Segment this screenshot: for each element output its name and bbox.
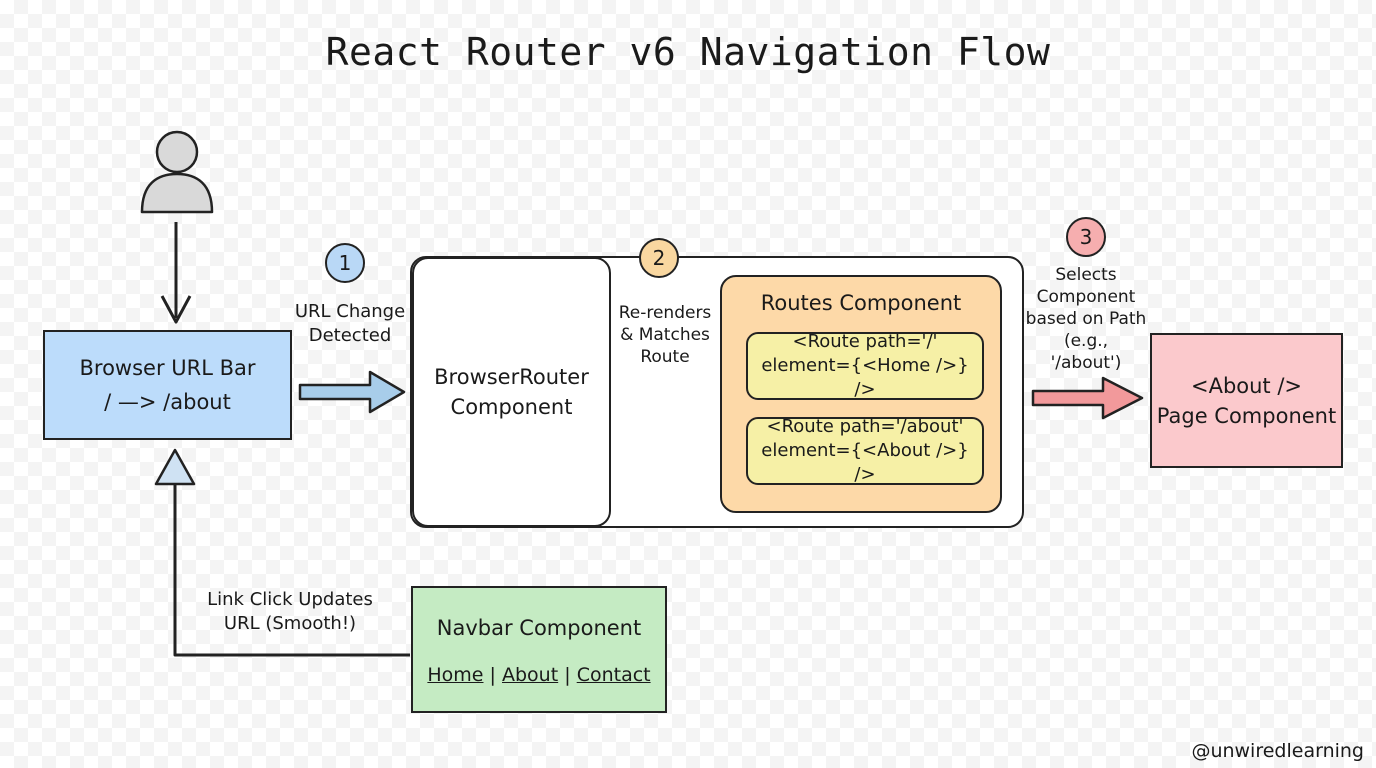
step1-label-line2: Detected <box>308 325 392 346</box>
about-page-component: <About /> Page Component <box>1150 333 1343 468</box>
nav-link-contact[interactable]: Contact <box>576 664 651 686</box>
step3-arrow <box>1031 376 1144 420</box>
step3-label-line3: based on Path <box>1025 309 1147 329</box>
step2-label-line1: Re-renders <box>618 303 712 323</box>
nav-link-home[interactable]: Home <box>427 664 484 686</box>
step1-arrow <box>298 370 406 414</box>
route-about-line1: <Route path='/about' <box>766 416 964 437</box>
step1-badge: 1 <box>325 243 365 283</box>
step3-arrow-shape <box>1031 376 1144 420</box>
step3-label-line5: '/about') <box>1050 353 1122 373</box>
about-page-line1: <About /> <box>1190 373 1303 398</box>
browser-router-component: BrowserRouter Component <box>412 257 611 527</box>
browser-router-line1: BrowserRouter <box>434 365 589 389</box>
routes-component-title: Routes Component <box>760 291 962 315</box>
feedback-label-line2: URL (Smooth!) <box>223 613 357 634</box>
step3-badge: 3 <box>1066 217 1106 257</box>
step3-label-line4: (e.g., <box>1063 331 1109 351</box>
step3-label-line1: Selects <box>1055 265 1117 285</box>
route-home: <Route path='/' element={<Home />} /> <box>746 331 984 400</box>
nav-link-about[interactable]: About <box>502 664 559 686</box>
step2-badge: 2 <box>639 238 679 278</box>
feedback-arrowhead <box>154 448 196 486</box>
step1-label: URL Change Detected <box>280 300 420 348</box>
browser-url-bar-title: Browser URL Bar <box>79 356 256 380</box>
nav-separator: | <box>489 664 496 686</box>
route-home-line1: <Route path='/' <box>792 331 938 352</box>
step3-label: Selects Component based on Path (e.g., '… <box>1020 264 1152 374</box>
step2-label-line3: Route <box>640 347 690 367</box>
navbar-component: Navbar Component Home | About | Contact <box>411 586 667 713</box>
route-about-line2: element={<About />} /> <box>761 440 969 485</box>
about-page-line2: Page Component <box>1156 403 1337 428</box>
feedback-label-line1: Link Click Updates <box>207 589 373 610</box>
routes-component: Routes Component <Route path='/' element… <box>720 275 1002 513</box>
browser-router-line2: Component <box>450 395 573 419</box>
user-to-url-arrow <box>160 222 192 324</box>
feedback-label: Link Click Updates URL (Smooth!) <box>190 588 390 636</box>
step3-label-line2: Component <box>1036 287 1136 307</box>
route-home-line2: element={<Home />} /> <box>761 355 969 400</box>
browser-url-bar-path: / —> /about <box>104 390 231 414</box>
diagram-title: React Router v6 Navigation Flow <box>325 30 1051 74</box>
watermark: @unwiredlearning <box>1191 740 1364 762</box>
step1-arrow-shape <box>298 370 406 414</box>
navbar-title: Navbar Component <box>436 616 642 640</box>
user-icon <box>140 130 214 214</box>
feedback-arrow <box>154 448 410 657</box>
step2-label: Re-renders & Matches Route <box>612 302 718 368</box>
nav-separator: | <box>564 664 571 686</box>
step2-label-line2: & Matches <box>620 325 710 345</box>
step1-label-line1: URL Change <box>294 301 406 322</box>
browser-url-bar: Browser URL Bar / —> /about <box>43 330 292 440</box>
navbar-links: Home | About | Contact <box>413 662 665 688</box>
route-about: <Route path='/about' element={<About />}… <box>746 416 984 485</box>
